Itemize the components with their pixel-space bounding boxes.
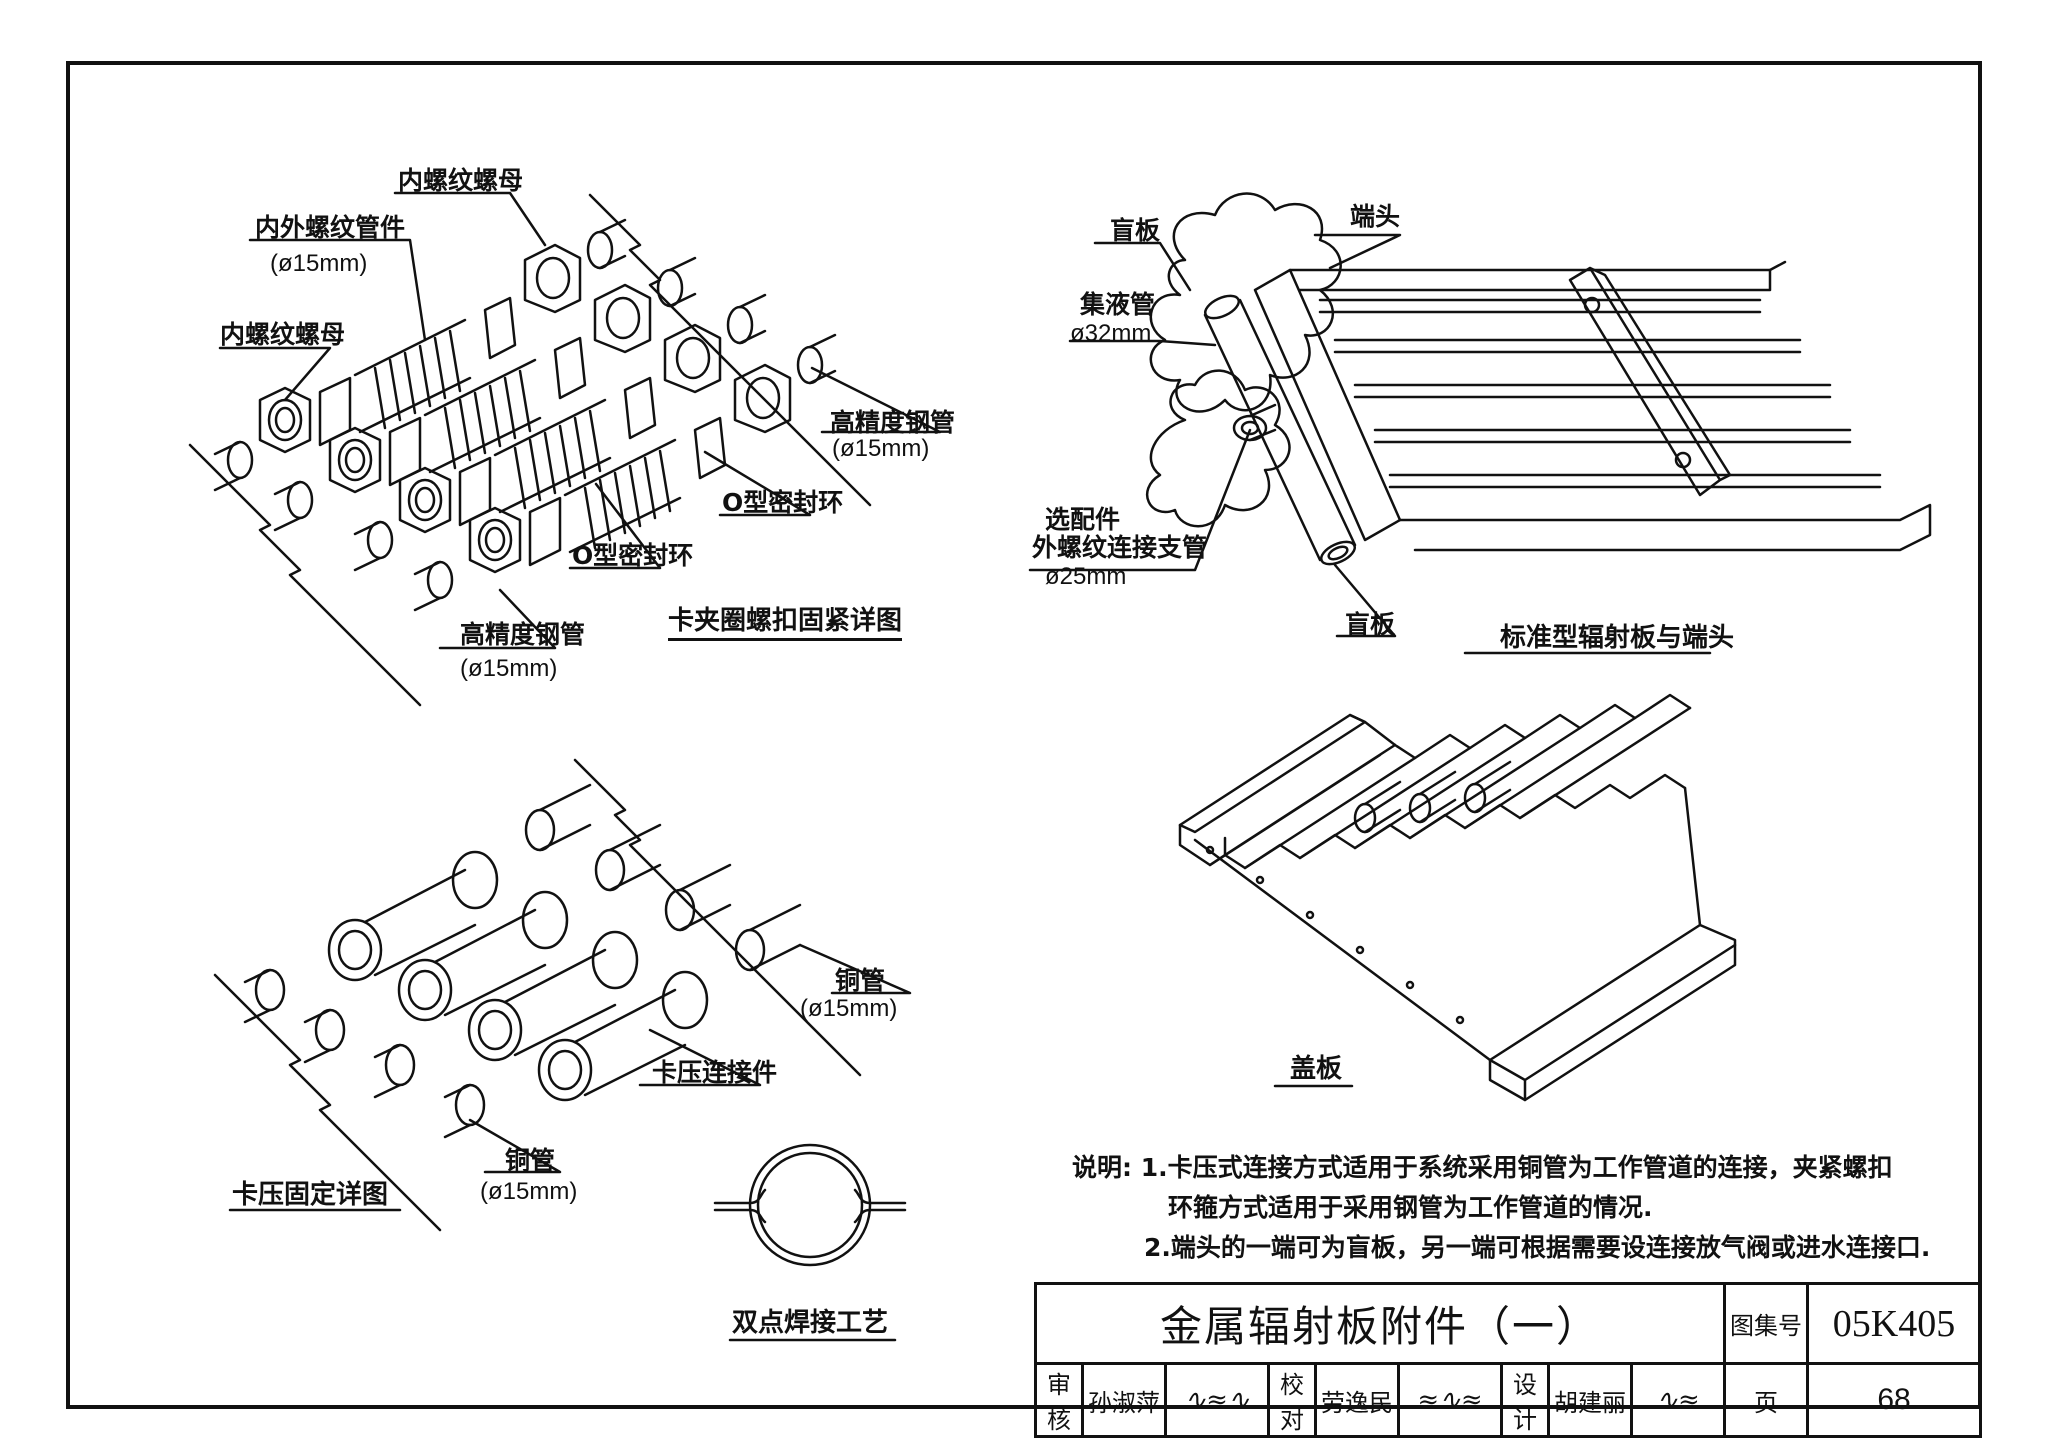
designer-signature: ∿≈: [1630, 1362, 1726, 1438]
label-outer-thread-branch: 外螺纹连接支管: [1032, 533, 1208, 562]
reviewer-signature: ∿≈∿: [1164, 1362, 1270, 1438]
label-hp-steel-pipe-bottom: 高精度钢管: [460, 620, 586, 649]
clamp-detail-drawing: [188, 191, 942, 707]
label-header-pipe-dim: ø32mm: [1070, 320, 1152, 347]
label-oring-right: O型密封环: [722, 488, 844, 517]
label-inner-thread-nut-left: 内螺纹螺母: [220, 320, 346, 349]
label-press-fitting: 卡压连接件: [652, 1058, 778, 1087]
label-blind-plate-top: 盲板: [1110, 216, 1161, 245]
caption-clamp-detail: 卡夹圈螺扣固紧详图: [668, 608, 903, 641]
label-inner-thread-nut-top: 内螺纹螺母: [398, 166, 524, 195]
notes-line-1b: 环箍方式适用于采用钢管为工作管道的情况.: [1168, 1193, 1653, 1222]
page-number: 68: [1806, 1362, 1982, 1438]
label-fitting-dim: (ø15mm): [270, 250, 368, 277]
atlas-number: 05K405: [1806, 1282, 1982, 1365]
caption-standard-panel: 标准型辐射板与端头: [1500, 623, 1735, 653]
label-copper-pipe-right-dim: (ø15mm): [800, 995, 898, 1022]
title-block: 金属辐射板附件（一） 图集号 05K405 审核 孙淑萍 ∿≈∿ 校对 劳逸民 …: [1034, 1282, 1982, 1438]
notes-line-2: 2.端头的一端可为盲板，另一端可根据需要设连接放气阀或进水连接口.: [1144, 1233, 1931, 1262]
label-hp-steel-pipe-right: 高精度钢管: [830, 408, 956, 437]
label-branch-dim: ø25mm: [1045, 563, 1127, 590]
notes-block: 说明: 1.卡压式连接方式适用于系统采用铜管为工作管道的连接，夹紧螺扣 环箍方式…: [1072, 1148, 1930, 1268]
label-optional-part: 选配件: [1045, 505, 1121, 534]
standard-panel-drawing: [1028, 192, 1932, 655]
drawing-frame: [66, 61, 1982, 1409]
label-hp-steel-pipe-bottom-dim: (ø15mm): [460, 655, 558, 682]
drawing-title: 金属辐射板附件（一）: [1034, 1282, 1726, 1365]
label-hp-steel-pipe-right-dim: (ø15mm): [832, 435, 930, 462]
check-label: 校对: [1267, 1362, 1317, 1438]
design-label: 设计: [1500, 1362, 1550, 1438]
designer-name: 胡建丽: [1547, 1362, 1633, 1438]
review-label: 审核: [1034, 1362, 1084, 1438]
cover-plate-drawing: [1178, 693, 1737, 1102]
press-detail-drawing: [213, 758, 912, 1232]
caption-press-detail: 卡压固定详图: [232, 1180, 389, 1210]
atlas-number-label: 图集号: [1723, 1282, 1809, 1365]
notes-prefix: 说明:: [1072, 1153, 1132, 1182]
label-copper-pipe-right: 铜管: [835, 966, 886, 995]
notes-line-1: 1.卡压式连接方式适用于系统采用铜管为工作管道的连接，夹紧螺扣: [1140, 1153, 1893, 1182]
label-copper-pipe-bottom-dim: (ø15mm): [480, 1178, 578, 1205]
label-end-head: 端头: [1350, 202, 1401, 231]
checker-signature: ≈∿≈: [1397, 1362, 1503, 1438]
label-blind-plate-bottom: 盲板: [1345, 610, 1396, 639]
label-oring-left: O型密封环: [572, 541, 694, 570]
label-copper-pipe-bottom: 铜管: [505, 1146, 556, 1175]
page-label: 页: [1723, 1362, 1809, 1438]
checker-name: 劳逸民: [1314, 1362, 1400, 1438]
caption-double-weld: 双点焊接工艺: [732, 1308, 889, 1338]
caption-cover-plate: 盖板: [1290, 1054, 1343, 1084]
reviewer-name: 孙淑萍: [1081, 1362, 1167, 1438]
double-weld-drawing: [713, 1143, 907, 1342]
label-inner-outer-fitting: 内外螺纹管件: [255, 213, 406, 242]
label-header-pipe: 集液管: [1080, 290, 1156, 319]
